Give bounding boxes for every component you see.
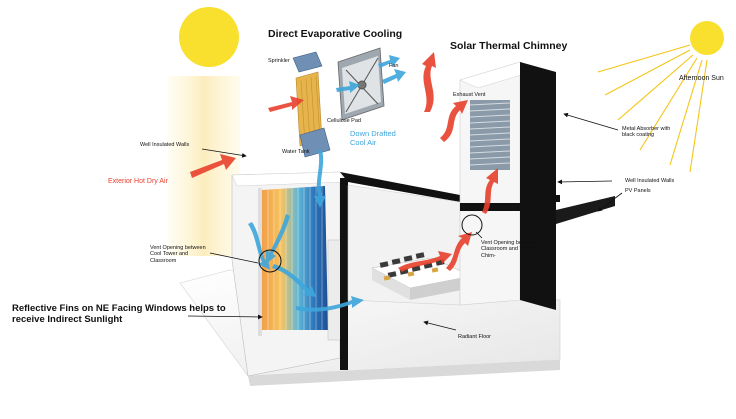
cool-arrow-downdraft [314, 150, 326, 208]
label-insulated-walls-left: Well Insulated Walls [140, 142, 190, 148]
pv-panels [556, 196, 615, 224]
label-radiant-floor: Radiant Floor [458, 334, 492, 340]
vent-louvers [469, 102, 511, 166]
metal-absorber [520, 62, 556, 310]
hot-arrow-intake [268, 96, 304, 112]
label-vent-cool-tower: Vent Opening between Cool Tower and Clas… [150, 245, 206, 264]
label-metal-absorber: Metal Absorber with black coating [622, 126, 671, 139]
vent-callout-chimney [461, 214, 483, 236]
partition-wall [340, 178, 348, 370]
cool-arrow-tower-1 [266, 214, 290, 264]
cool-air-arrows [248, 55, 406, 312]
door [327, 239, 343, 341]
vent-callout-cool-tower [258, 249, 282, 273]
fin-lines [267, 186, 323, 330]
title-chimney: Solar Thermal Chimney [450, 40, 568, 52]
hot-arrow-classroom-2 [446, 232, 472, 271]
cool-arrow-floor [296, 296, 364, 312]
label-reflective-fins: Reflective Fins on NE Facing Windows hel… [12, 303, 226, 325]
label-vent-chimney: Vent Opening between Classroom and Therm… [481, 240, 540, 259]
hot-air-arrows [190, 52, 498, 272]
label-afternoon-sun: Afternoon Sun [679, 75, 724, 82]
window-frame [258, 188, 262, 336]
water-tank-icon [299, 127, 331, 158]
evaporative-unit [292, 47, 385, 158]
hot-arrow-exterior [190, 154, 236, 178]
cool-arrow-fan-out [382, 69, 406, 84]
label-cellulose-pad: Cellulose Pad [327, 118, 361, 124]
chimney-slab [460, 203, 556, 211]
fan-icon [345, 57, 379, 113]
label-water-tank: Water Tank [282, 149, 310, 155]
label-fan: Fan [389, 63, 399, 69]
hot-arrow-chimney-rise [482, 168, 498, 214]
label-insulated-walls-right: Well Insulated Walls [625, 178, 675, 184]
hot-arrow-chimney-top [422, 52, 436, 112]
floor-edge [248, 360, 560, 386]
label-sprinkler: Sprinkler [268, 58, 290, 64]
desks [371, 252, 473, 300]
label-exterior-air: Exterior Hot Dry Air [108, 178, 168, 185]
afternoon-sun-icon [690, 21, 724, 55]
title-evaporative: Direct Evaporative Cooling [268, 28, 403, 40]
cool-arrow-tower-2 [272, 264, 316, 297]
label-pv-panels: PV Panels [625, 188, 651, 194]
sprinkler-icon [292, 51, 323, 73]
hot-arrow-classroom-1 [398, 251, 452, 272]
label-down-drafted: Down Drafted Cool Air [350, 129, 396, 147]
cool-arrow-fan-top [378, 55, 400, 68]
sun-left-icon [179, 7, 239, 67]
hot-arrow-vent [440, 100, 468, 142]
label-exhaust-vent: Exhaust Vent [453, 92, 486, 98]
cool-arrow-pad [336, 81, 360, 93]
leader-lines [187, 112, 623, 331]
cool-arrow-window [248, 222, 270, 270]
sun-rays [597, 44, 708, 173]
